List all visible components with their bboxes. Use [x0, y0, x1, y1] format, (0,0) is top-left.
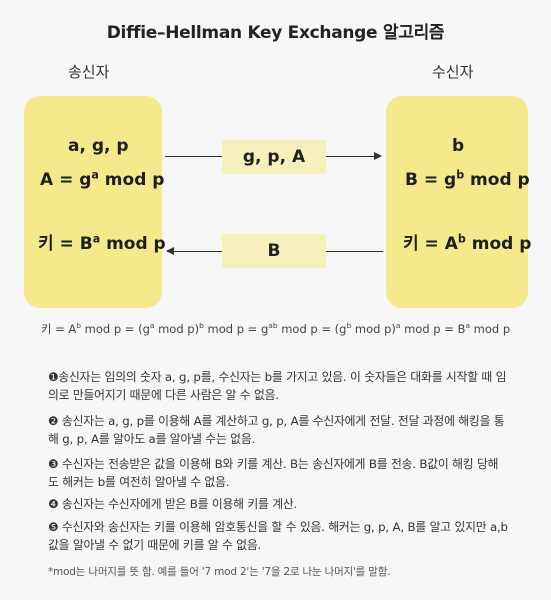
sender-box [24, 96, 162, 308]
sender-label: 송신자 [68, 63, 110, 81]
receiver-box [386, 96, 528, 308]
receiver-B-equation: B = gb mod p [405, 168, 530, 190]
sender-params: a, g, p [68, 136, 129, 156]
sender-key-equation: 키 = Ba mod p [38, 232, 166, 254]
step-2-text: ❷ 송신자는 a, g, p를 이용해 A를 계산하고 g, p, A를 수신자… [48, 414, 505, 446]
diagram-title: Diffie–Hellman Key Exchange 알고리즘 [106, 23, 445, 43]
sender-A-equation: A = ga mod p [40, 168, 165, 190]
step-5-text: ❺ 수신자와 송신자는 키를 이용해 암호통신을 할 수 있음. 해커는 g, … [48, 520, 508, 552]
message-to-sender: B [222, 234, 326, 268]
step-1-text: ❶송신자는 임의의 숫자 a, g, p를, 수신자는 b를 가지고 있음. 이… [48, 370, 507, 402]
step-4-text: ❹ 송신자는 수신자에게 받은 B를 이용해 키를 계산. [48, 497, 298, 511]
step-3-text: ❸ 수신자는 전송받은 값을 이용해 B와 키를 계산. B는 송신자에게 B를… [48, 457, 499, 489]
receiver-label: 수신자 [432, 63, 474, 81]
receiver-params: b [452, 136, 465, 156]
footnote: *mod는 나머지를 뜻 함. 예를 들어 '7 mod 2'는 '7을 2로 … [48, 566, 391, 578]
key-derivation-formula: 키 = Ab mod p = (ga mod p)b mod p = gab m… [40, 321, 511, 336]
message-to-receiver: g, p, A [222, 140, 326, 174]
receiver-key-equation: 키 = Ab mod p [403, 232, 532, 254]
